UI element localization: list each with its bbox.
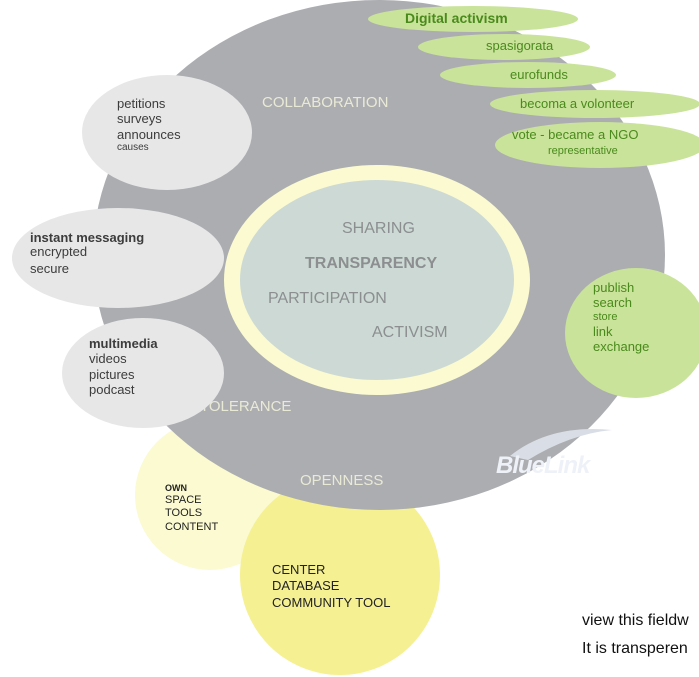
instant-messaging-item: instant messaging (30, 230, 145, 245)
own-item: OWN (165, 483, 187, 493)
podcast-item: podcast (89, 381, 135, 397)
secure-item: secure (30, 261, 70, 277)
center-list: CENTER DATABASE COMMUNITY TOOL (272, 562, 390, 611)
petitions-bubble (82, 75, 252, 190)
pill-digital-activism (368, 6, 578, 32)
petitions-item: petitions (117, 96, 166, 111)
pill-ngo-label-2: representative (548, 145, 618, 157)
surveys-item: surveys (117, 111, 162, 127)
collaboration-label: COLLABORATION (262, 94, 389, 111)
pill-spasigorata (418, 34, 590, 60)
pill-spasigorata-label: spasigorata (486, 38, 554, 53)
pill-ngo-label-1: vote - became a NGO (512, 127, 639, 142)
pill-eurofunds (440, 62, 616, 88)
bluelink-logo-swoosh (510, 429, 612, 460)
tolerance-label: TOLERANCE (200, 398, 292, 415)
publish-bubble (565, 268, 699, 398)
pill-eurofunds-label: eurofunds (510, 67, 568, 82)
pill-digital-activism-label: Digital activism (405, 10, 508, 26)
pill-volunteer (490, 90, 699, 118)
community-tool-item: COMMUNITY TOOL (272, 594, 391, 610)
messaging-list: instant messaging encrypted secure (30, 231, 144, 276)
database-item: DATABASE (272, 578, 340, 594)
encrypted-item: encrypted (30, 243, 88, 259)
center-item: CENTER (272, 562, 326, 577)
footer-line-2: It is transperen (582, 640, 688, 657)
activism-label: ACTIVISM (372, 324, 448, 341)
causes-item: causes (117, 141, 149, 153)
exchange-item: exchange (593, 338, 650, 354)
tools-item: TOOLS (165, 507, 203, 520)
bluelink-logo: BlueLink (496, 452, 590, 479)
participation-label: PARTICIPATION (268, 290, 387, 307)
publish-list: publish search store link exchange (593, 280, 649, 354)
transparency-label: TRANSPARENCY (305, 255, 438, 272)
petitions-list: petitions surveys announces causes (117, 96, 181, 154)
link-item: link (593, 323, 613, 339)
openness-label: OPENNESS (300, 472, 384, 489)
sharing-label: SHARING (342, 220, 415, 237)
core-circle (240, 180, 514, 380)
publish-item: publish (593, 280, 635, 295)
pill-volunteer-label: becoma a volonteer (520, 96, 635, 111)
footer-line-1: view this fieldw (582, 612, 689, 629)
videos-item: videos (89, 351, 127, 367)
multimedia-item: multimedia (89, 336, 158, 351)
messaging-bubble (12, 208, 224, 308)
content-item: CONTENT (165, 520, 219, 533)
own-space-list: OWN SPACE TOOLS CONTENT (165, 483, 218, 534)
search-item: search (593, 295, 633, 311)
multimedia-list: multimedia videos pictures podcast (89, 336, 158, 397)
announces-item: announces (117, 126, 181, 142)
store-item: store (593, 310, 618, 323)
pictures-item: pictures (89, 366, 135, 382)
space-item: SPACE (165, 493, 202, 506)
multimedia-bubble (62, 318, 224, 428)
pill-ngo (495, 122, 699, 168)
